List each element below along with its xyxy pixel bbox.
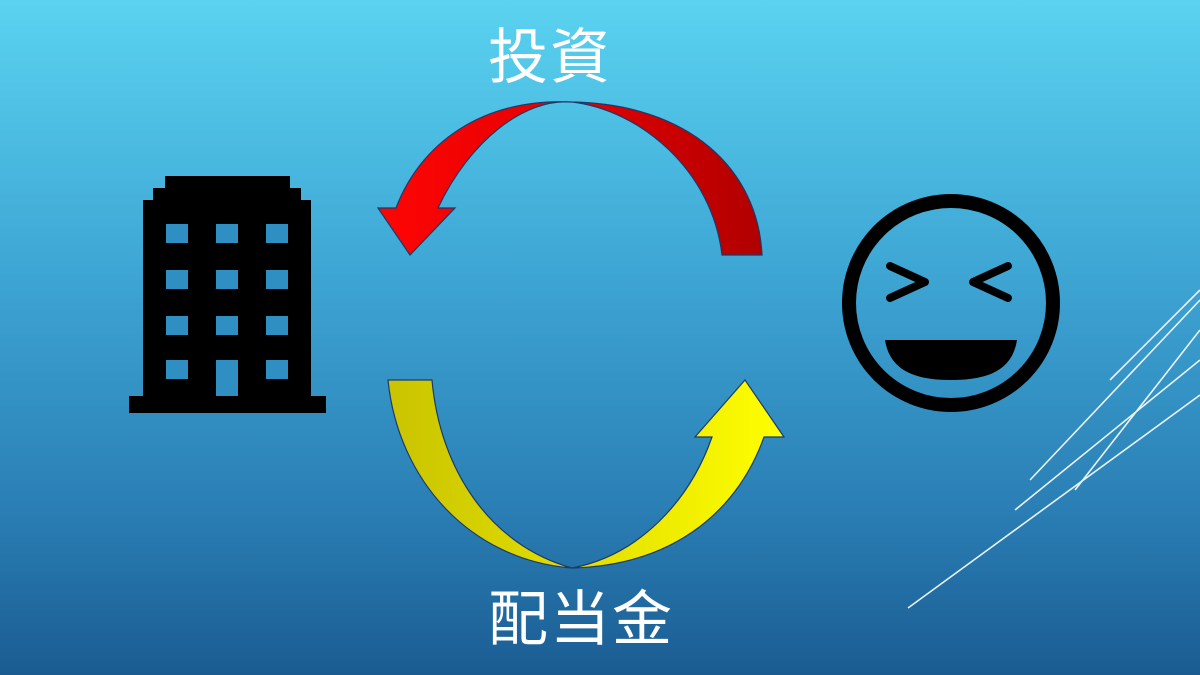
- dividend-label: 配当金: [488, 585, 674, 655]
- investment-arrow: [376, 101, 763, 256]
- investment-label: 投資: [488, 23, 612, 93]
- office-building-icon: [129, 176, 326, 413]
- dividend-arrow: [387, 379, 786, 569]
- decorative-lines: [907, 289, 1200, 609]
- laughing-face-icon: [842, 194, 1060, 412]
